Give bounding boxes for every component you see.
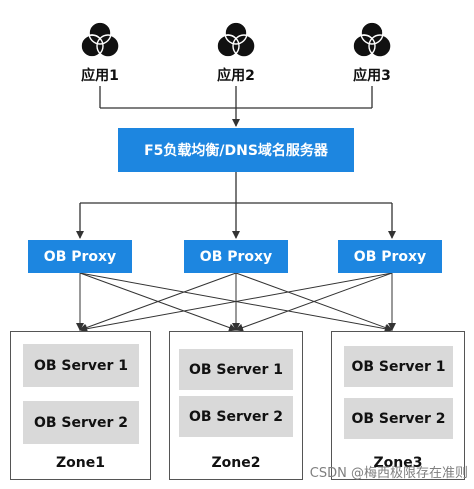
zone-box-1: OB Server 1 OB Server 2 Zone1 — [10, 331, 151, 480]
load-balancer-label: F5负载均衡/DNS域名服务器 — [144, 143, 328, 159]
zone-label: Zone3 — [373, 455, 423, 471]
ob-proxy-label: OB Proxy — [353, 248, 427, 265]
app-icon-2 — [216, 21, 256, 58]
zone-label: Zone2 — [211, 455, 261, 471]
ob-server-label: OB Server 1 — [351, 358, 446, 375]
app-label-1: 应用1 — [81, 68, 119, 84]
zone-box-2: OB Server 1 OB Server 2 Zone2 — [169, 331, 303, 480]
ob-server-box: OB Server 2 — [179, 396, 293, 437]
ob-proxy-label: OB Proxy — [199, 248, 273, 265]
ob-proxy-box-2: OB Proxy — [184, 240, 288, 273]
app-label-2: 应用2 — [217, 68, 255, 84]
ob-server-box: OB Server 2 — [344, 398, 453, 439]
app-circles-icon — [352, 21, 392, 58]
ob-server-label: OB Server 1 — [33, 357, 129, 374]
app-circles-icon — [80, 21, 120, 58]
balancer-to-proxies-connector — [76, 172, 396, 239]
ob-server-label: OB Server 1 — [188, 361, 284, 378]
proxies-to-zones-mesh — [76, 272, 396, 333]
ob-server-label: OB Server 2 — [351, 410, 446, 427]
ob-proxy-box-3: OB Proxy — [338, 240, 442, 273]
load-balancer-box: F5负载均衡/DNS域名服务器 — [118, 128, 354, 172]
app-icon-3 — [352, 21, 392, 58]
ob-server-box: OB Server 2 — [23, 401, 139, 444]
zone-label: Zone1 — [56, 455, 105, 471]
zone-box-3: OB Server 1 OB Server 2 Zone3 — [331, 331, 465, 480]
ob-server-label: OB Server 2 — [188, 408, 284, 425]
ob-server-label: OB Server 2 — [33, 414, 129, 431]
ob-server-box: OB Server 1 — [344, 346, 453, 387]
csdn-watermark: CSDN @梅西极限存在准则 — [309, 466, 468, 481]
ob-proxy-label: OB Proxy — [43, 248, 117, 265]
app-icon-1 — [80, 21, 120, 58]
apps-to-balancer-connector — [99, 86, 373, 127]
ob-proxy-box-1: OB Proxy — [28, 240, 132, 273]
ob-server-box: OB Server 1 — [179, 349, 293, 390]
app-circles-icon — [216, 21, 256, 58]
app-label-3: 应用3 — [353, 68, 391, 84]
ob-server-box: OB Server 1 — [23, 344, 139, 387]
